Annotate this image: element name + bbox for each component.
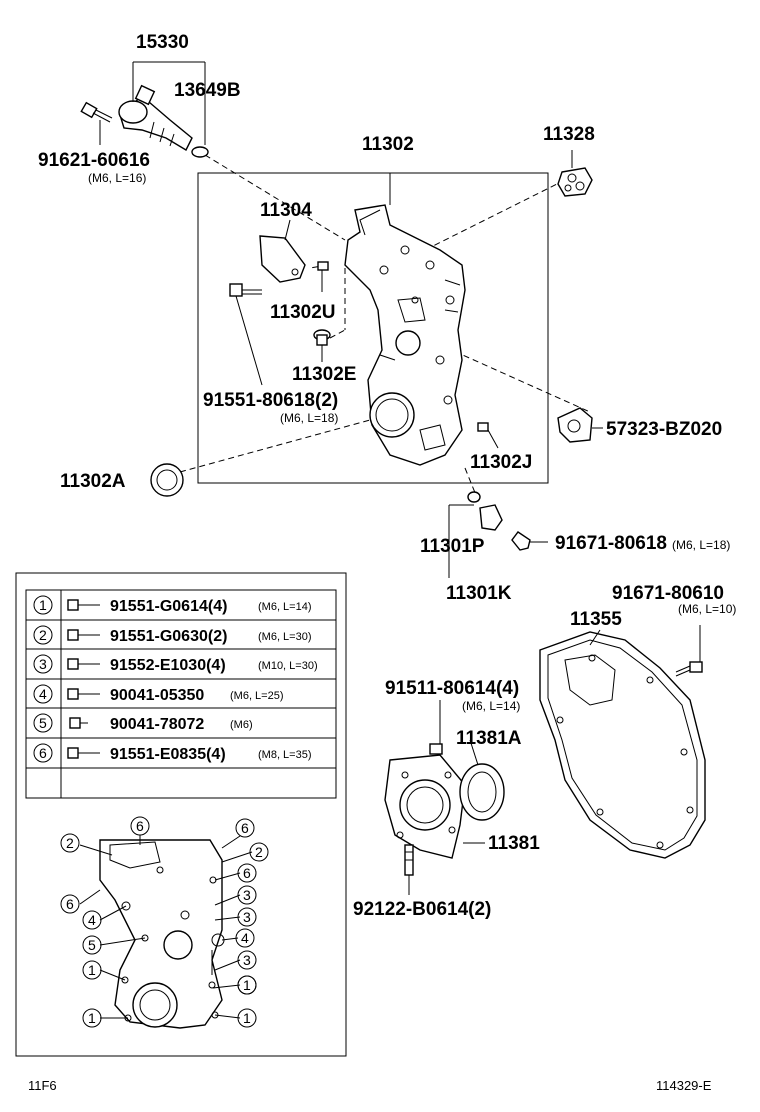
pin-11302J <box>477 422 499 449</box>
label-11301K: 11301K <box>446 583 512 604</box>
gasket-11328 <box>557 150 593 197</box>
bolt-location-diagram <box>99 839 225 1029</box>
table-spec: (M6) <box>230 719 253 731</box>
spec-91511-80614: (M6, L=14) <box>462 699 520 713</box>
table-spec: (M6, L=25) <box>230 690 284 702</box>
seal-retainer-11381 <box>384 754 485 859</box>
label-11302E: 11302E <box>292 364 356 385</box>
callout-number: 2 <box>255 844 263 860</box>
o-ring-13649B <box>191 146 209 158</box>
table-part-number: 91552-E1030(4) <box>110 657 226 674</box>
label-11304: 11304 <box>260 200 312 221</box>
callout-number: 1 <box>88 1010 96 1026</box>
table-spec: (M6, L=30) <box>258 631 312 643</box>
location-callout-numbers: 6 6 2 2 6 6 3 4 3 5 4 3 1 1 1 1 <box>66 818 263 1026</box>
end-plate-11355 <box>539 629 706 859</box>
label-11301P: 11301P <box>420 536 485 557</box>
stud-92122-B0614 <box>404 844 414 895</box>
pin-11302U <box>317 261 329 292</box>
bolt-icons <box>67 599 100 759</box>
table-part-number: 91551-G0614(4) <box>110 598 227 615</box>
bolt-91551-80618 <box>229 283 263 386</box>
callout-number: 5 <box>88 937 96 953</box>
bracket-11304 <box>259 219 306 283</box>
label-11302: 11302 <box>362 134 414 155</box>
table-spec: (M10, L=30) <box>258 660 318 672</box>
callout-number: 1 <box>88 962 96 978</box>
table-index: 5 <box>39 715 47 731</box>
bolt-91671-80610 <box>675 625 703 677</box>
label-91621-60616: 91621-60616 <box>38 150 150 171</box>
footer-right-code: 114329-E <box>656 1078 712 1093</box>
callout-number: 2 <box>66 835 74 851</box>
table-index: 2 <box>39 627 47 643</box>
table-part-number: 90041-78072 <box>110 716 204 733</box>
table-spec: (M8, L=35) <box>258 749 312 761</box>
callout-number: 4 <box>241 930 249 946</box>
label-11381: 11381 <box>488 833 540 854</box>
table-part-number: 91551-G0630(2) <box>110 628 227 645</box>
spec-91621-60616: (M6, L=16) <box>88 171 146 185</box>
callout-number: 6 <box>136 818 144 834</box>
label-91671-80610: 91671-80610 <box>612 583 724 604</box>
footer-left-code: 11F6 <box>28 1078 57 1093</box>
spec-91671-80618: (M6, L=18) <box>672 538 730 552</box>
label-91511-80614: 91511-80614(4) <box>385 678 519 699</box>
table-part-number: 91551-E0835(4) <box>110 746 226 763</box>
callout-number: 3 <box>243 952 251 968</box>
timing-chain-cover-11302 <box>344 204 466 466</box>
label-11302J: 11302J <box>470 452 532 473</box>
table-index: 1 <box>39 597 47 613</box>
table-spec: (M6, L=14) <box>258 601 312 613</box>
bolt-table-frame <box>15 572 347 1057</box>
location-callout-circles <box>60 816 269 1028</box>
label-91671-80618: 91671-80618 <box>555 533 667 554</box>
callout-number: 6 <box>66 896 74 912</box>
table-index: 3 <box>39 656 47 672</box>
label-11328: 11328 <box>543 124 595 145</box>
location-callout-leaders <box>79 835 253 1019</box>
oil-seal-11381A <box>459 739 505 821</box>
label-92122-B0614: 92122-B0614(2) <box>353 899 491 920</box>
table-index: 4 <box>39 686 47 702</box>
label-15330: 15330 <box>136 32 189 53</box>
label-11302U: 11302U <box>270 302 336 323</box>
callout-number: 4 <box>88 912 96 928</box>
plug-11302E <box>313 329 331 362</box>
label-11381A: 11381A <box>456 728 522 749</box>
callout-number: 3 <box>243 909 251 925</box>
label-57323-BZ020: 57323-BZ020 <box>606 419 722 440</box>
label-13649B: 13649B <box>174 80 241 101</box>
bolt-table-grid <box>25 589 337 799</box>
bolt-91511-80614 <box>429 700 443 755</box>
assembly-frame-11302 <box>197 172 549 484</box>
callout-number: 6 <box>241 820 249 836</box>
callout-number: 3 <box>243 887 251 903</box>
bolt-91621-60616 <box>80 101 113 123</box>
sensor-11301K <box>448 491 548 578</box>
oil-seal-11302A <box>150 463 184 497</box>
spec-91551-80618: (M6, L=18) <box>280 411 338 425</box>
label-11302A: 11302A <box>60 471 126 492</box>
spec-91671-80610: (M6, L=10) <box>678 602 736 616</box>
leaders-15330 <box>99 61 206 145</box>
gasket-57323-BZ020 <box>557 407 603 443</box>
bolt-table-text: 1 91551-G0614(4) (M6, L=14) 2 91551-G063… <box>39 597 318 763</box>
label-91551-80618: 91551-80618(2) <box>203 390 338 411</box>
table-part-number: 90041-05350 <box>110 687 204 704</box>
callout-number: 1 <box>243 1010 251 1026</box>
bolt-table-index-circles <box>33 595 53 763</box>
callout-number: 6 <box>243 865 251 881</box>
table-index: 6 <box>39 745 47 761</box>
label-11355: 11355 <box>570 609 622 630</box>
callout-number: 1 <box>243 977 251 993</box>
